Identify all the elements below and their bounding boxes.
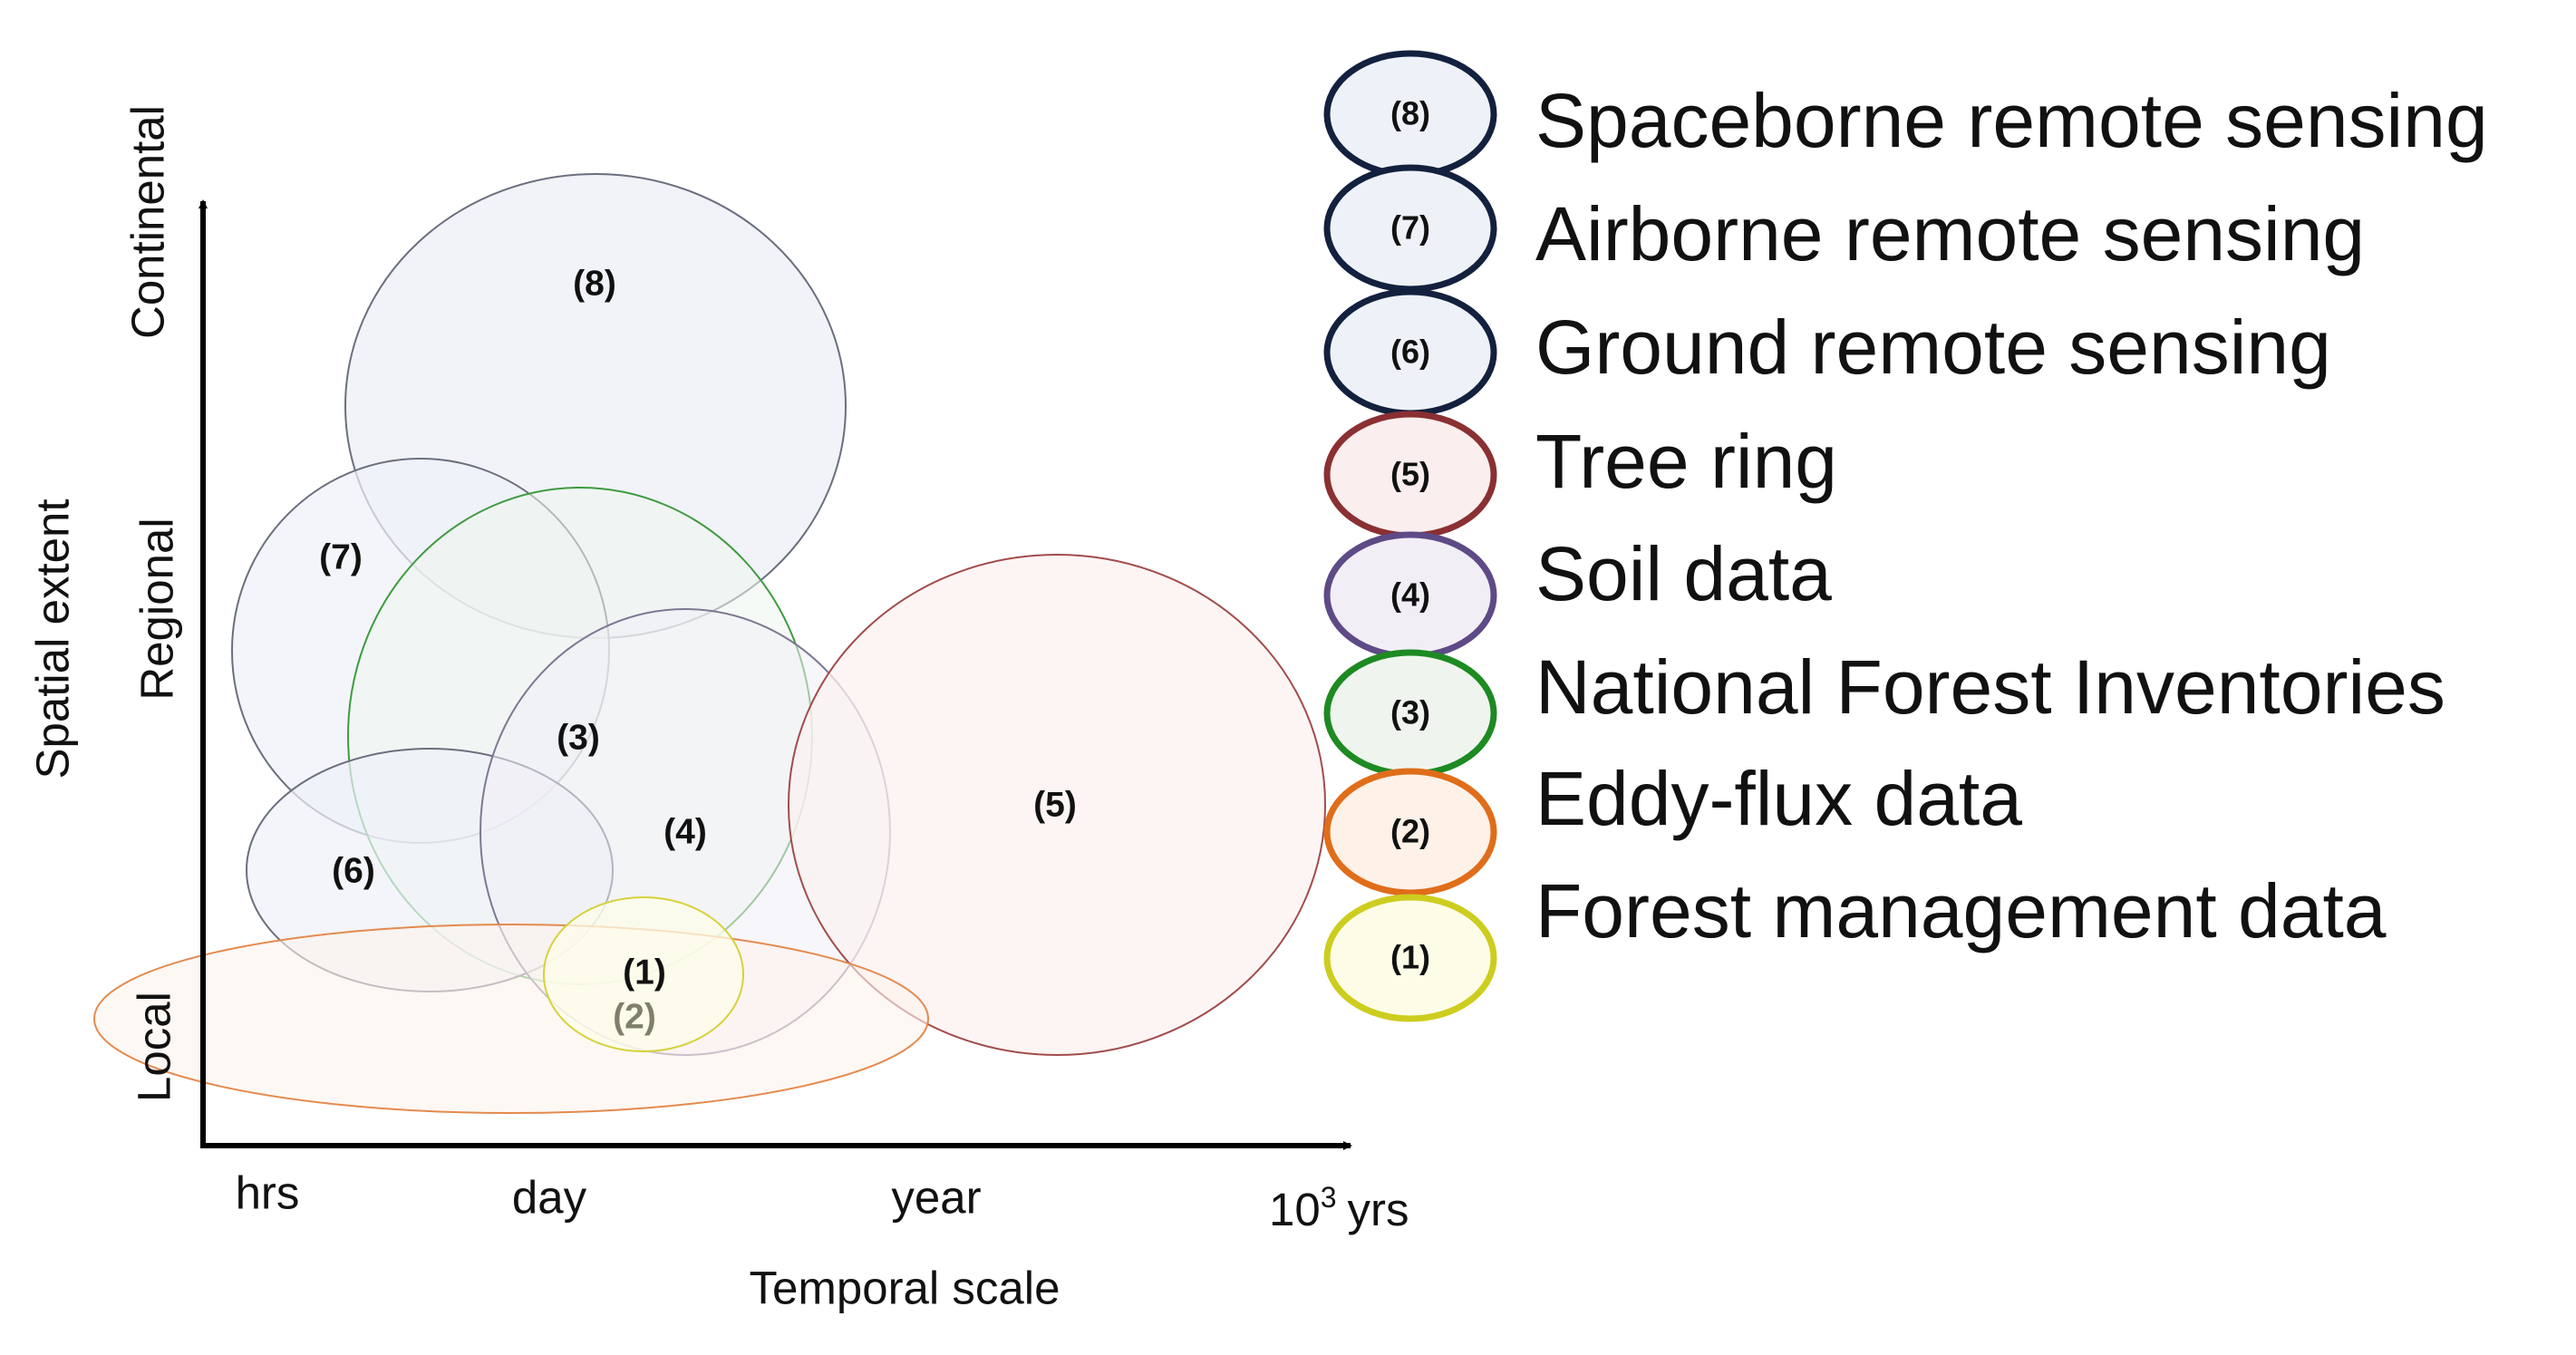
x-tick-millennia-exponent: 3 — [1321, 1181, 1337, 1214]
ellipse-label-1: (1) — [623, 953, 666, 992]
legend: (8) Spaceborne remote sensing (7) Airbor… — [1323, 50, 2488, 1022]
legend-swatch-label-1: (1) — [1390, 939, 1430, 976]
ellipse-label-5: (5) — [1033, 785, 1077, 824]
ellipse-1 — [543, 896, 744, 1052]
axes — [199, 199, 1352, 1150]
legend-swatch-label-3: (3) — [1390, 694, 1430, 731]
legend-swatch-label-4: (4) — [1390, 576, 1430, 614]
ellipse-label-8: (8) — [573, 264, 616, 303]
ellipse-label-4: (4) — [663, 812, 707, 851]
legend-swatch-label-8: (8) — [1390, 95, 1430, 132]
legend-item-7: (7) Airborne remote sensing — [1323, 164, 2365, 293]
legend-text-1: Forest management data — [1535, 868, 2387, 953]
legend-text-6: Ground remote sensing — [1535, 305, 2331, 390]
x-tick-hrs: hrs — [236, 1166, 300, 1218]
legend-swatch-1 — [1323, 894, 1497, 1022]
y-tick-regional: Regional — [131, 518, 182, 700]
ellipse-5 — [788, 554, 1326, 1056]
y-axis-title: Spatial extent — [26, 498, 78, 779]
legend-text-7: Airborne remote sensing — [1535, 191, 2365, 276]
ellipse-label-7: (7) — [319, 537, 363, 576]
legend-swatch-2 — [1323, 768, 1497, 896]
legend-item-3: (3) National Forest Inventories — [1323, 644, 2445, 778]
ellipse-label-6: (6) — [332, 851, 375, 890]
x-axis-title: Temporal scale — [750, 1262, 1060, 1313]
x-tick-millennia-base: 10 — [1269, 1184, 1321, 1235]
legend-text-8: Spaceborne remote sensing — [1535, 78, 2488, 163]
legend-text-3: National Forest Inventories — [1535, 644, 2445, 730]
legend-swatch-label-2: (2) — [1390, 813, 1430, 850]
x-tick-millennia-unit: yrs — [1348, 1184, 1409, 1235]
legend-item-6: (6) Ground remote sensing — [1323, 288, 2331, 417]
legend-text-2: Eddy-flux data — [1535, 756, 2022, 841]
legend-swatch-label-5: (5) — [1390, 456, 1430, 493]
legend-item-2: (2) Eddy-flux data — [1323, 756, 2022, 896]
y-tick-continental: Continental — [121, 105, 173, 339]
legend-item-1: (1) Forest management data — [1323, 868, 2387, 1022]
legend-item-5: (5) Tree ring — [1323, 411, 1837, 539]
data-ellipses — [93, 173, 1326, 1114]
legend-item-8: (8) Spaceborne remote sensing — [1323, 50, 2488, 179]
legend-swatch-label-7: (7) — [1390, 209, 1430, 247]
legend-text-4: Soil data — [1535, 531, 1832, 616]
ellipse-label-2: (2) — [613, 997, 656, 1036]
ellipse-label-3: (3) — [557, 718, 600, 757]
x-tick-day: day — [512, 1171, 587, 1223]
legend-item-4: (4) Soil data — [1323, 531, 1832, 660]
x-tick-millennia: 103 yrs — [1269, 1181, 1409, 1235]
x-tick-year: year — [891, 1171, 981, 1223]
ellipse-labels: (8) (7) (3) (6) (4) (5) (1) (2) — [319, 264, 1077, 1036]
y-tick-local: Local — [128, 992, 179, 1102]
legend-text-5: Tree ring — [1535, 419, 1837, 504]
ellipse-2 — [93, 924, 929, 1114]
legend-swatch-label-6: (6) — [1390, 334, 1430, 371]
